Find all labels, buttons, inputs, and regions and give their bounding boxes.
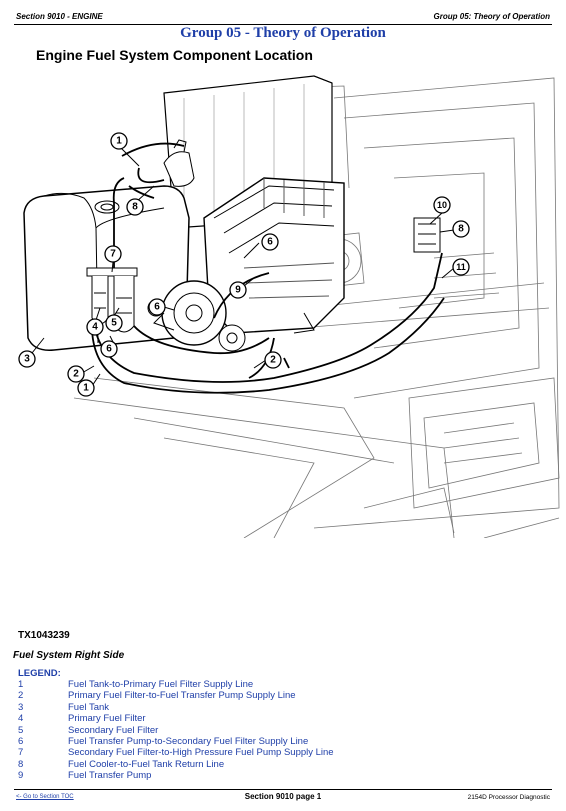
- callout-2-right: 2: [264, 351, 282, 369]
- legend-text: Primary Fuel Filter: [68, 713, 146, 725]
- legend-number: 5: [18, 724, 24, 736]
- legend-number: 3: [18, 701, 24, 713]
- go-to-section-toc-link[interactable]: <- Go to Section TOC: [16, 794, 74, 800]
- svg-text:1: 1: [116, 136, 122, 147]
- legend-item: 4 Primary Fuel Filter: [18, 713, 334, 724]
- legend-number: 1: [18, 679, 24, 690]
- callout-3: 3: [18, 350, 36, 368]
- svg-text:2: 2: [270, 355, 276, 366]
- page-footer: <- Go to Section TOC Section 9010 page 1…: [14, 789, 552, 804]
- legend-item: 1 Fuel Tank-to-Primary Fuel Filter Supply…: [18, 679, 334, 690]
- legend-text: Fuel Transfer Pump-to-Secondary Fuel Fil…: [68, 735, 309, 747]
- legend-item: 8 Fuel Cooler-to-Fuel Tank Return Line: [18, 759, 334, 770]
- legend-item: 7 Secondary Fuel Filter-to-High Pressure …: [18, 747, 334, 758]
- legend-number: 2: [18, 690, 24, 702]
- figure-caption: Fuel System Right Side: [13, 650, 125, 661]
- legend-item: 2 Primary Fuel Filter-to-Fuel Transfer Pu…: [18, 690, 334, 701]
- legend-number: 8: [18, 758, 24, 770]
- callout-6-engine: 6: [261, 233, 279, 251]
- legend-text: Secondary Fuel Filter: [68, 724, 159, 736]
- svg-text:10: 10: [437, 200, 447, 210]
- svg-text:6: 6: [154, 302, 160, 313]
- svg-text:11: 11: [456, 262, 466, 272]
- callout-1-top: 1: [110, 132, 128, 150]
- callout-2-lower-left: 2: [67, 365, 85, 383]
- page-header: Section 9010 - ENGINE Group 05: Theory o…: [14, 8, 552, 25]
- callout-5: 5: [105, 314, 123, 332]
- callout-6-middle: 6: [148, 298, 166, 316]
- manual-title: 2154D Processor Diagnostic: [467, 794, 550, 801]
- svg-text:7: 7: [110, 249, 116, 260]
- engine-fuel-system-drawing: 1 8 7 6 9 10 8 11 4: [18, 75, 560, 539]
- callout-11: 11: [452, 258, 470, 276]
- callout-10: 10: [433, 196, 451, 214]
- legend-item: 6 Fuel Transfer Pump-to-Secondary Fuel Fi…: [18, 736, 334, 747]
- legend-text: Fuel Cooler-to-Fuel Tank Return Line: [68, 758, 225, 770]
- header-section: Section 9010 - ENGINE: [16, 12, 103, 21]
- callout-9: 9: [229, 281, 247, 299]
- callout-8-right: 8: [452, 220, 470, 238]
- svg-text:6: 6: [267, 237, 273, 248]
- callout-6-lower-left: 6: [100, 340, 118, 358]
- legend-item: 9 Fuel Transfer Pump: [18, 770, 334, 781]
- legend-text: Fuel Tank: [68, 701, 110, 713]
- section-title: Engine Fuel System Component Location: [36, 47, 313, 63]
- svg-text:1: 1: [83, 383, 89, 394]
- group-title: Group 05 - Theory of Operation: [180, 25, 386, 41]
- legend-number: 4: [18, 713, 24, 725]
- legend-text: Primary Fuel Filter-to-Fuel Transfer Pum…: [68, 690, 296, 702]
- callout-7: 7: [104, 245, 122, 263]
- legend-list: 1 Fuel Tank-to-Primary Fuel Filter Supply…: [18, 679, 334, 782]
- legend-number: 7: [18, 747, 24, 759]
- legend-item: 5 Secondary Fuel Filter: [18, 725, 334, 736]
- legend-number: 6: [18, 735, 24, 747]
- legend-number: 9: [18, 770, 24, 782]
- svg-text:2: 2: [73, 369, 79, 380]
- svg-text:8: 8: [458, 224, 464, 235]
- header-group: Group 05: Theory of Operation: [433, 12, 550, 21]
- legend-item: 3 Fuel Tank: [18, 702, 334, 713]
- page-number: Section 9010 page 1: [244, 792, 322, 801]
- legend-text: Fuel Tank-to-Primary Fuel Filter Supply …: [68, 679, 254, 690]
- svg-text:6: 6: [106, 344, 112, 355]
- legend-text: Fuel Transfer Pump: [68, 770, 152, 782]
- svg-text:8: 8: [132, 202, 138, 213]
- fuel-system-illustration: 1 8 7 6 9 10 8 11 4: [14, 68, 562, 539]
- svg-text:5: 5: [111, 318, 117, 329]
- legend-text: Secondary Fuel Filter-to-High Pressure F…: [68, 747, 334, 759]
- svg-text:3: 3: [24, 354, 30, 365]
- legend-heading: LEGEND:: [18, 668, 61, 679]
- figure-id: TX1043239: [18, 630, 70, 641]
- svg-text:4: 4: [92, 322, 98, 333]
- callout-1-lower-left: 1: [77, 379, 95, 397]
- callout-8-left: 8: [126, 198, 144, 216]
- callout-group: 1 8 7 6 9 10 8 11 4: [18, 132, 470, 397]
- svg-text:9: 9: [235, 285, 241, 296]
- callout-4: 4: [86, 318, 104, 336]
